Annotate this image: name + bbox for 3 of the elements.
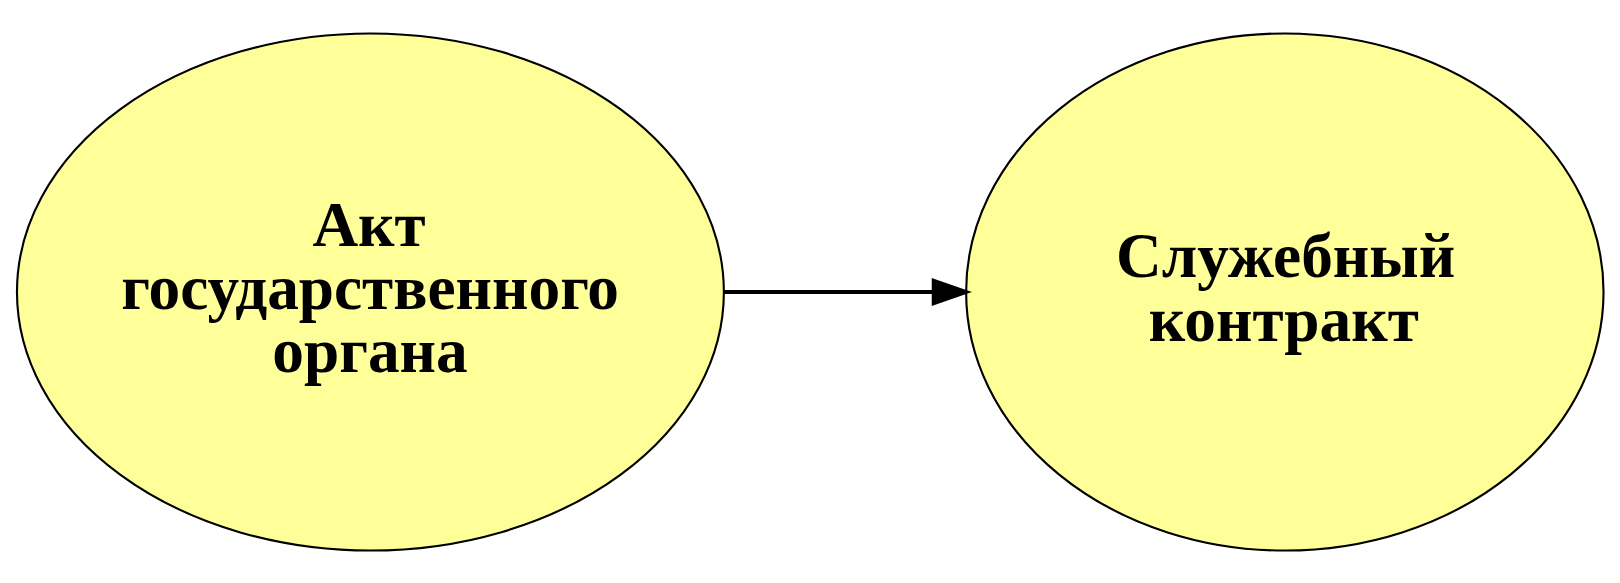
node-ellipse: Служебный контракт — [964, 31, 1605, 552]
arrow — [723, 277, 972, 306]
node-ellipse: Акт государственного органа — [15, 31, 725, 552]
